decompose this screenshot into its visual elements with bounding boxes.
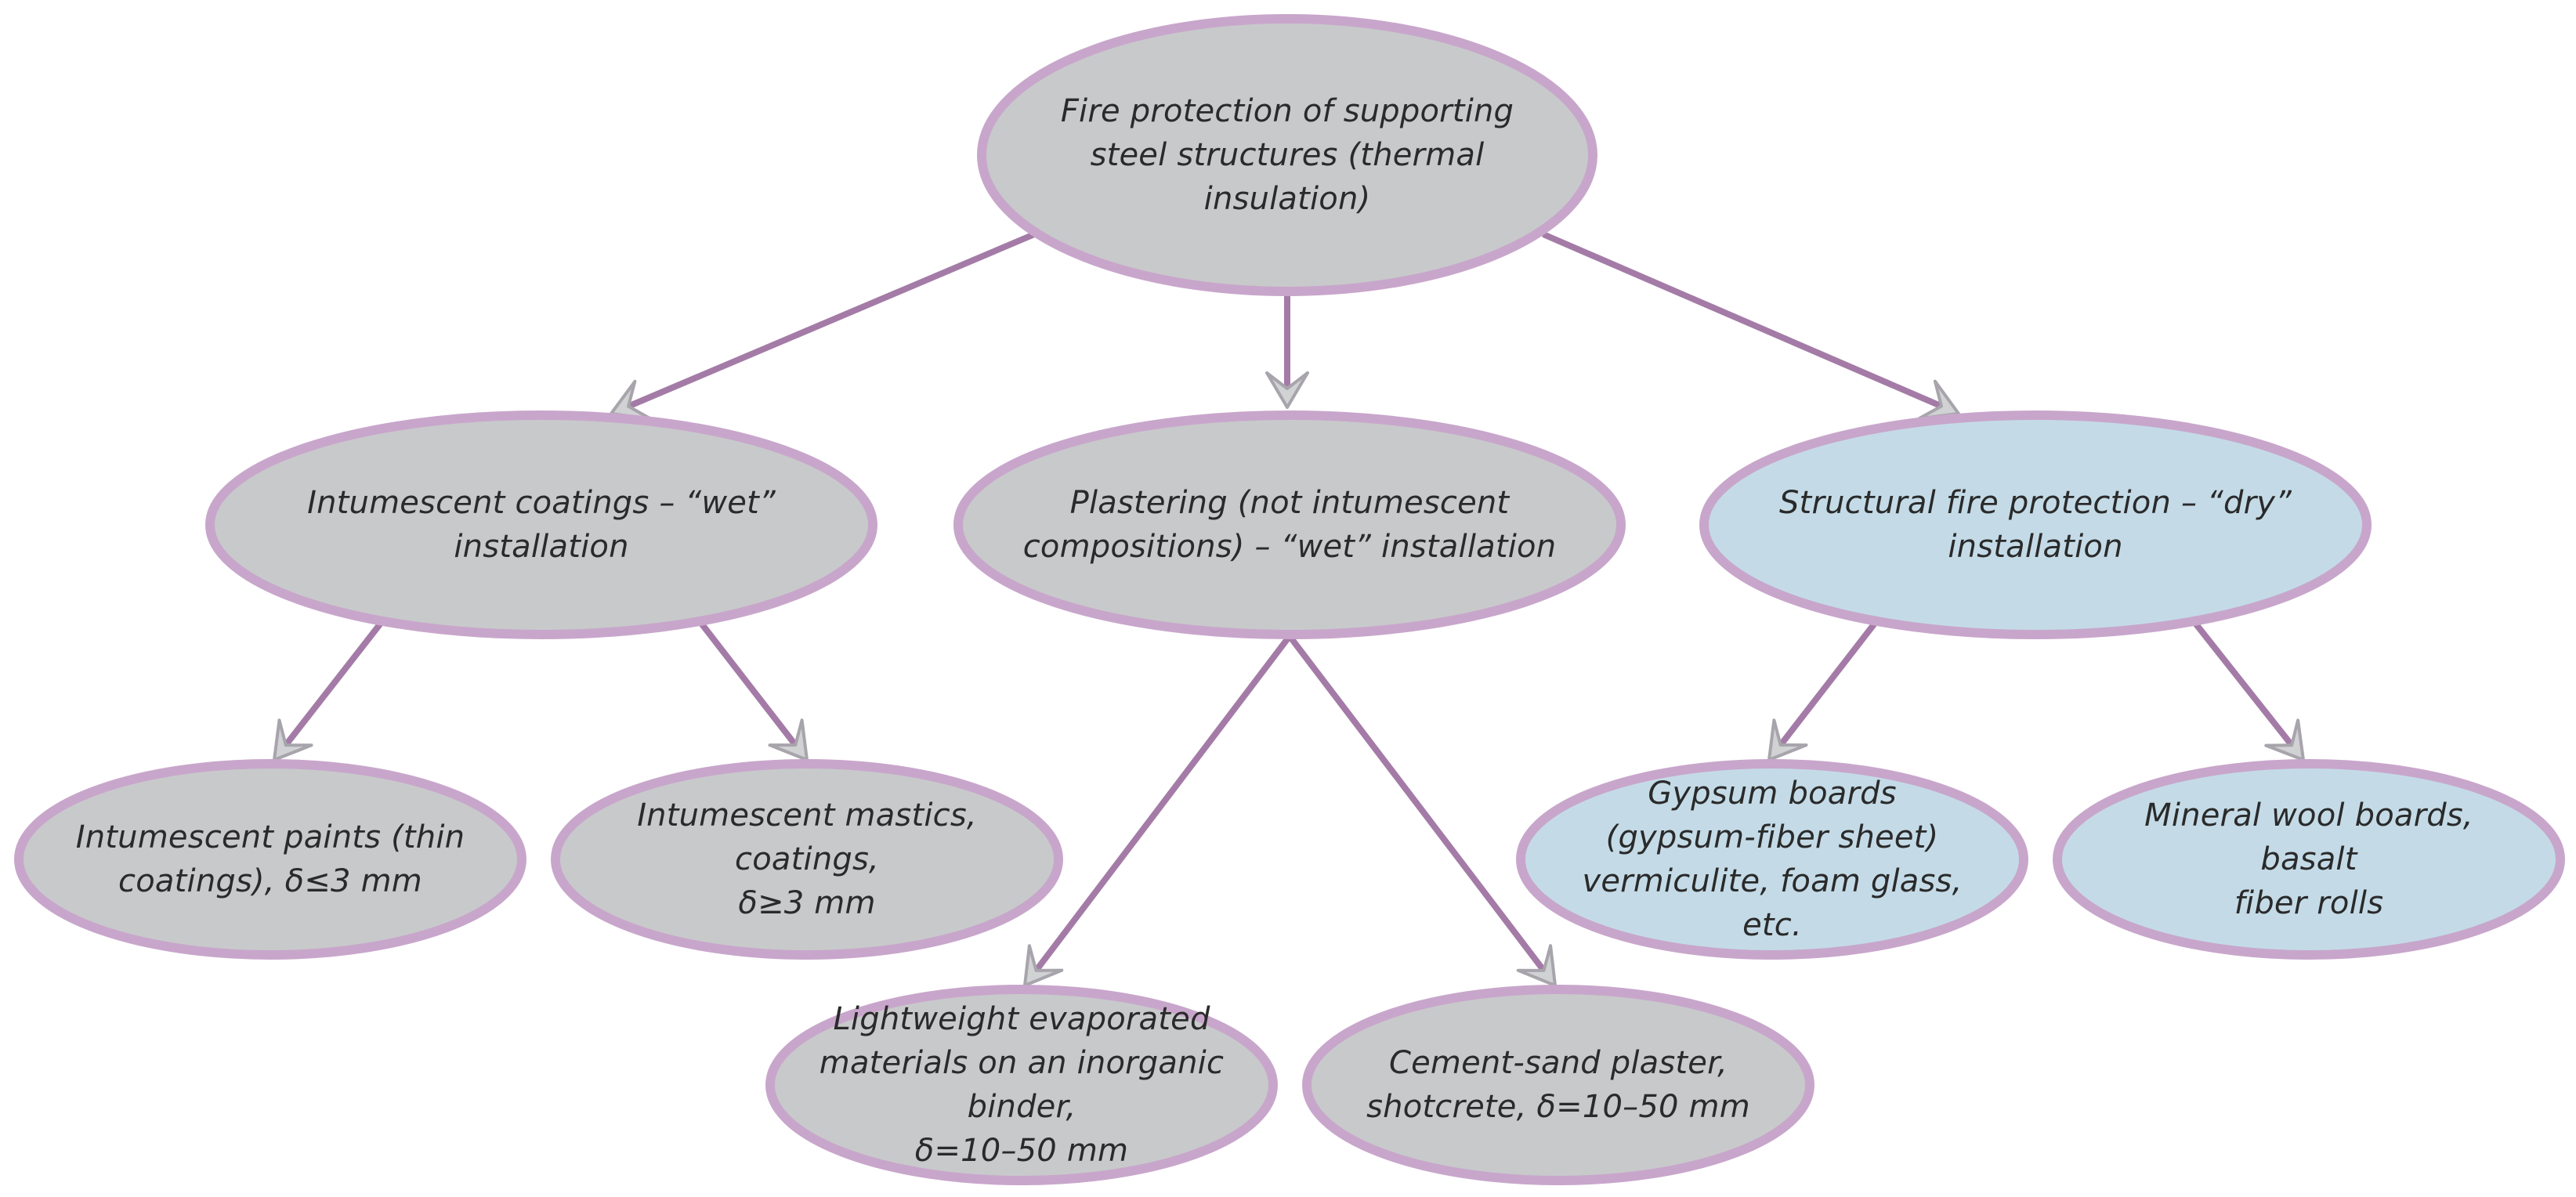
connector-line [282, 618, 385, 749]
connectors-layer [273, 232, 2305, 987]
arrowhead-icon [1516, 944, 1557, 987]
connector-line [1033, 633, 1293, 974]
node-label-intumescent-coatings: Intumescent coatings – “wet” installatio… [256, 432, 827, 618]
nodes-layer [14, 14, 2565, 1185]
node-label-gypsum-boards: Gypsum boards (gypsum-fiber sheet) vermi… [1556, 776, 1988, 943]
connector-structural_dry-to-gypsum_boards [1767, 618, 1880, 761]
connector-intumescent_coatings-to-intumescent_paints [273, 618, 385, 761]
node-intumescent-paints [14, 759, 526, 960]
node-label-root: Fire protection of supporting steel stru… [1025, 39, 1550, 271]
connector-plastering-to-lightweight_materials [1023, 633, 1293, 987]
node-text: Intumescent paints (thin coatings), δ≤3 … [75, 819, 465, 899]
node-gypsum-boards [1516, 759, 2028, 960]
node-text: Lightweight evaporated materials on an i… [819, 1001, 1225, 1169]
node-label-intumescent-mastics: Intumescent mastics, coatings, δ≥3 mm [591, 778, 1023, 940]
arrowhead-icon [2264, 718, 2305, 761]
node-root [977, 14, 1597, 296]
node-text: Structural fire protection – “dry” insta… [1778, 485, 2292, 565]
connector-line [1542, 232, 1945, 410]
node-label-cement-sand: Cement-sand plaster, shotcrete, δ=10–50 … [1342, 1004, 1775, 1166]
arrowhead-icon [768, 718, 809, 761]
connector-line [696, 618, 799, 749]
node-text: Intumescent mastics, coatings, δ≥3 mm [637, 797, 977, 921]
connector-line [2191, 618, 2296, 749]
connector-root-to-intumescent_coatings [610, 232, 1036, 421]
node-label-plastering: Plastering (not intumescent compositions… [1004, 432, 1575, 618]
node-label-intumescent-paints: Intumescent paints (thin coatings), δ≤3 … [54, 778, 487, 940]
node-intumescent-mastics [551, 759, 1063, 960]
node-label-mineral-wool: Mineral wool boards, basalt fiber rolls [2093, 778, 2525, 940]
node-structural-dry [1699, 410, 2372, 639]
connector-line [1777, 618, 1880, 749]
node-text: Cement-sand plaster, shotcrete, δ=10–50 … [1366, 1044, 1750, 1125]
arrowhead-icon [1265, 371, 1309, 409]
node-text: Intumescent coatings – “wet” installatio… [307, 485, 776, 565]
node-text: Mineral wool boards, basalt fiber rolls [2144, 797, 2473, 921]
connector-plastering-to-cement_sand [1286, 633, 1557, 987]
node-label-structural-dry: Structural fire protection – “dry” insta… [1750, 432, 2321, 618]
arrowhead-icon [273, 718, 313, 761]
node-intumescent-coatings [205, 410, 877, 639]
connector-intumescent_coatings-to-intumescent_mastics [696, 618, 809, 761]
connector-line [1286, 633, 1547, 974]
node-text: Gypsum boards (gypsum-fiber sheet) vermi… [1582, 776, 1963, 943]
node-text: Fire protection of supporting steel stru… [1060, 92, 1514, 217]
arrowhead-icon [1767, 718, 1808, 761]
node-lightweight-materials [765, 985, 1278, 1185]
connector-line [625, 232, 1036, 410]
node-label-lightweight-materials: Lightweight evaporated materials on an i… [805, 1001, 1238, 1169]
connector-structural_dry-to-mineral_wool [2191, 618, 2305, 761]
connector-root-to-structural_dry [1542, 232, 1960, 421]
node-plastering [953, 410, 1626, 639]
arrowhead-icon [1023, 944, 1064, 987]
node-mineral-wool [2053, 759, 2565, 960]
connector-root-to-plastering [1265, 291, 1309, 409]
node-text: Plastering (not intumescent compositions… [1022, 485, 1557, 565]
node-cement-sand [1302, 985, 1814, 1185]
